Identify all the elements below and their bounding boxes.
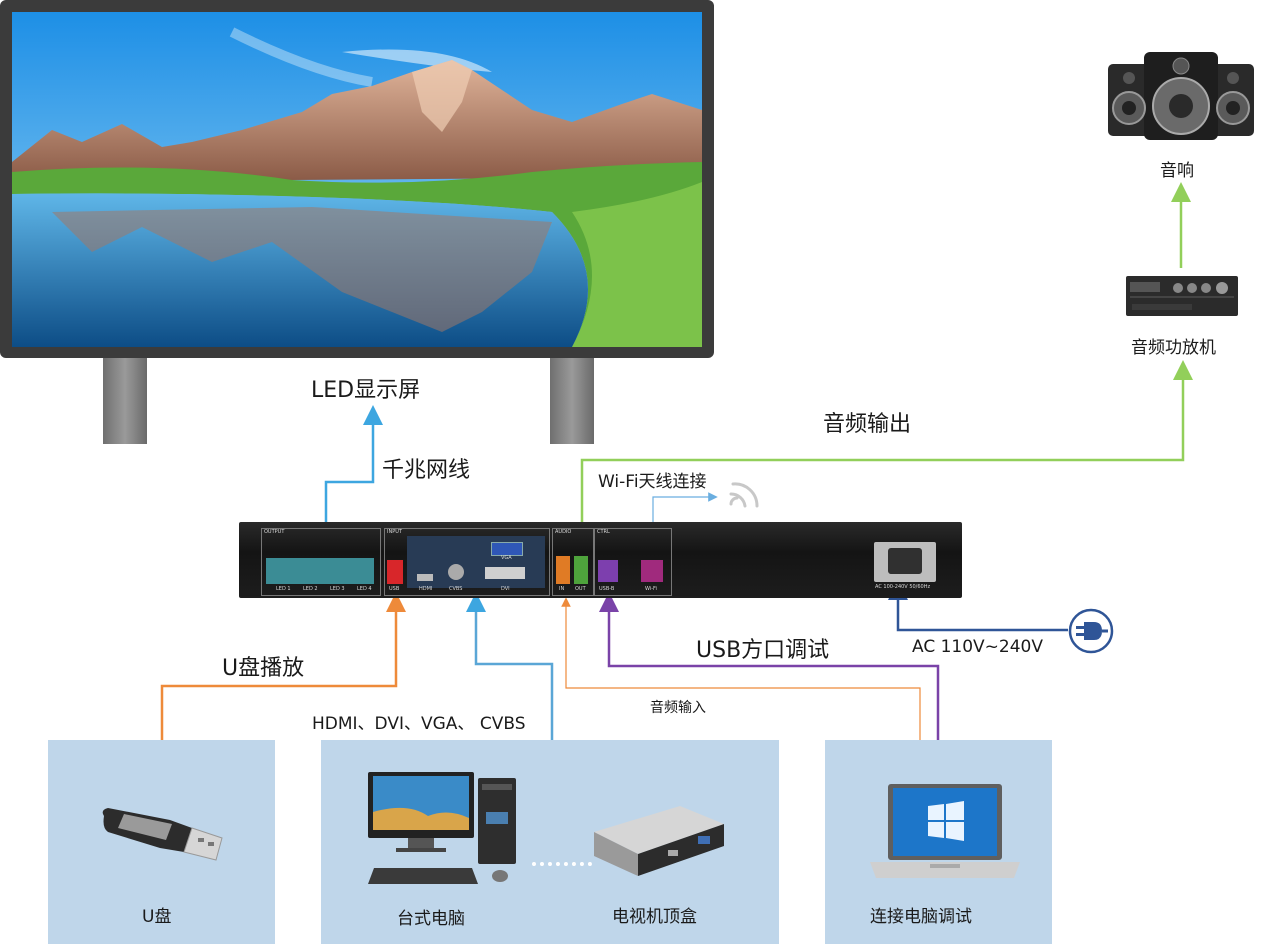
vga-port [491, 542, 523, 556]
power-socket [874, 542, 936, 582]
usb-disk-label: U盘 [142, 907, 172, 927]
audio-in-label: IN [559, 586, 565, 592]
led-ports [266, 558, 374, 584]
usb-play-line [160, 592, 406, 740]
audio-group [552, 528, 594, 596]
video-input-line [466, 592, 554, 740]
usb-b-label: USB-B [599, 586, 615, 592]
audio-out-port [574, 556, 588, 584]
speaker-label: 音响 [1160, 161, 1194, 181]
desktop-pc-label: 台式电脑 [397, 909, 465, 929]
gigabit-cable-label: 千兆网线 [382, 458, 471, 483]
usb-debug-label: USB方口调试 [696, 638, 830, 663]
led-port-4: LED 4 [357, 586, 372, 592]
usb-disk-icon [102, 808, 223, 861]
led-display-screen [0, 0, 714, 358]
hdmi-port [417, 574, 433, 581]
led-port-2: LED 2 [303, 586, 318, 592]
usb-b-port [598, 560, 618, 582]
wifi-antenna-label: Wi-Fi天线连接 [598, 472, 707, 492]
amplifier-icon [1126, 276, 1238, 316]
gigabit-cable-line [324, 405, 383, 560]
wifi-port [641, 560, 663, 582]
led-screen-stand-right [550, 355, 594, 444]
audio-group-label: AUDIO [555, 529, 572, 535]
power-plug-icon [1068, 608, 1114, 654]
power-socket-label: AC 100-240V 50/60Hz [875, 584, 931, 590]
vga-port-label: VGA [501, 555, 512, 561]
dvi-port [485, 567, 525, 579]
ac-power-label: AC 110V~240V [912, 637, 1044, 657]
video-inputs-label: HDMI、DVI、VGA、 CVBS [312, 714, 526, 734]
speaker-icon [1108, 52, 1254, 140]
audio-in-port [556, 556, 570, 584]
wifi-signal-icon [729, 482, 759, 508]
led-port-3: LED 3 [330, 586, 345, 592]
pc-debug-label: 连接电脑调试 [870, 907, 972, 927]
controller-device: OUTPUT LED 1 LED 2 LED 3 LED 4 INPUT USB… [239, 522, 962, 598]
wifi-port-label: Wi-Fi [645, 586, 657, 592]
output-group [261, 528, 381, 596]
usb-port [387, 560, 403, 584]
audio-output-label: 音频输出 [823, 412, 912, 437]
cvbs-port [448, 564, 464, 580]
audio-out-label: OUT [575, 586, 586, 592]
laptop-icon [870, 784, 1020, 878]
led-screen-label: LED显示屏 [311, 378, 421, 403]
audio-input-label: 音频输入 [650, 700, 706, 716]
audio-output-line [580, 360, 1193, 560]
hdmi-port-label: HDMI [419, 586, 433, 592]
input-group [384, 528, 550, 596]
led-port-1: LED 1 [276, 586, 291, 592]
usb-play-label: U盘播放 [222, 656, 305, 681]
ellipsis-dots [532, 862, 592, 870]
cvbs-port-label: CVBS [449, 586, 463, 592]
output-group-label: OUTPUT [264, 529, 285, 535]
set-top-box-icon [594, 806, 724, 876]
landscape-image [12, 12, 702, 347]
desktop-pc-icon [368, 772, 516, 884]
input-group-label: INPUT [387, 529, 402, 535]
ctrl-group [594, 528, 672, 596]
led-screen-stand-left [103, 355, 147, 444]
ac-power-line [888, 580, 1068, 632]
audio-input-line [561, 597, 921, 740]
amplifier-label: 音频功放机 [1131, 338, 1216, 358]
set-top-box-label: 电视机顶盒 [612, 907, 697, 927]
ctrl-group-label: CTRL [597, 529, 610, 535]
usb-debug-line [599, 592, 940, 740]
usb-port-label: USB [389, 586, 400, 592]
dvi-port-label: DVI [501, 586, 510, 592]
